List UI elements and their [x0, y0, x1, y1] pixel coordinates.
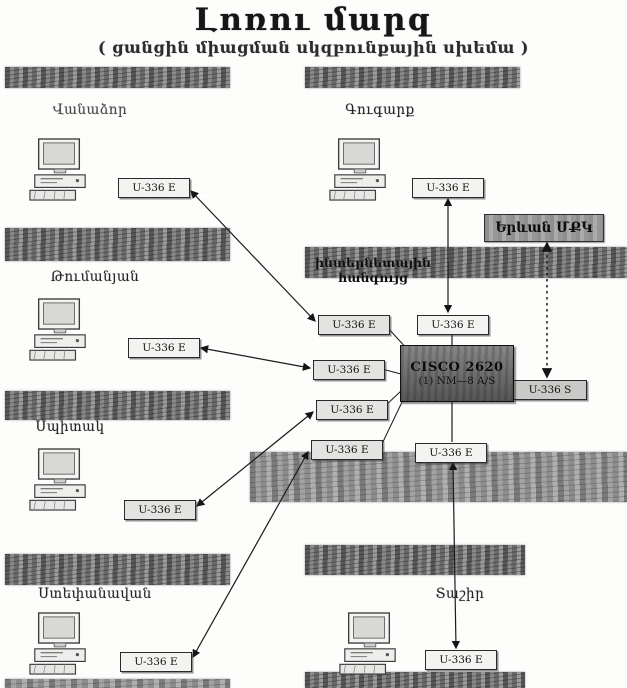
hub-modem-5: U-336 E	[311, 440, 383, 460]
computer-icon	[328, 138, 390, 202]
texture-band	[5, 554, 230, 585]
hub-modem-4: U-336 E	[316, 400, 388, 420]
texture-band	[5, 391, 230, 420]
computer-icon	[28, 138, 90, 202]
cisco-router-box: CISCO 2620 (1) NM—8 A/S	[400, 345, 514, 402]
router-module: (1) NM—8 A/S	[418, 375, 496, 387]
modem-tashir: U-336 E	[425, 650, 497, 670]
modem-vanadzor: U-336 E	[118, 178, 190, 198]
internet-hub-line1: ինտերնետային	[315, 255, 431, 270]
location-label-stepanavan: Ստեփանավան	[38, 586, 152, 602]
router-model: CISCO 2620	[410, 360, 504, 375]
computer-icon	[28, 298, 90, 362]
texture-band	[5, 228, 230, 261]
modem-u336s: U-336 S	[513, 380, 587, 400]
internet-hub-label: ինտերնետային հանգույց	[314, 255, 432, 285]
location-label-spitak: Սպիտակ	[35, 419, 105, 435]
modem-gugark: U-336 E	[412, 178, 484, 198]
location-label-vanadzor: Վանաձոր	[52, 102, 128, 118]
hub-modem-2: U-336 E	[417, 315, 489, 335]
hub-modem-1: U-336 E	[318, 315, 390, 335]
location-label-tashir: Տաշիր	[435, 586, 485, 602]
hub-modem-6: U-336 E	[415, 443, 487, 463]
page-title: Լոռու մարզ	[194, 2, 433, 38]
computer-icon	[28, 612, 90, 676]
location-label-gugark: Գուգարք	[345, 102, 415, 118]
page-subtitle: ( ցանցին միացման սկզբունքային սխեմա )	[98, 38, 529, 57]
computer-icon	[338, 612, 400, 676]
computer-icon	[28, 448, 90, 512]
modem-stepanavan: U-336 E	[120, 652, 192, 672]
yerevan-node-box: Երևան ՄՔԿ	[484, 214, 604, 242]
texture-band	[5, 67, 230, 88]
texture-band	[305, 247, 627, 278]
location-label-tumanyan: Թումանյան	[50, 269, 140, 285]
texture-band	[305, 67, 520, 88]
texture-band	[305, 672, 525, 688]
link-tumanyan-hub	[199, 345, 312, 371]
modem-tumanyan: U-336 E	[128, 338, 200, 358]
texture-band	[305, 545, 525, 575]
texture-band	[5, 679, 230, 688]
internet-hub-line2: հանգույց	[338, 270, 408, 285]
modem-spitak: U-336 E	[124, 500, 196, 520]
hub-modem-3: U-336 E	[313, 360, 385, 380]
